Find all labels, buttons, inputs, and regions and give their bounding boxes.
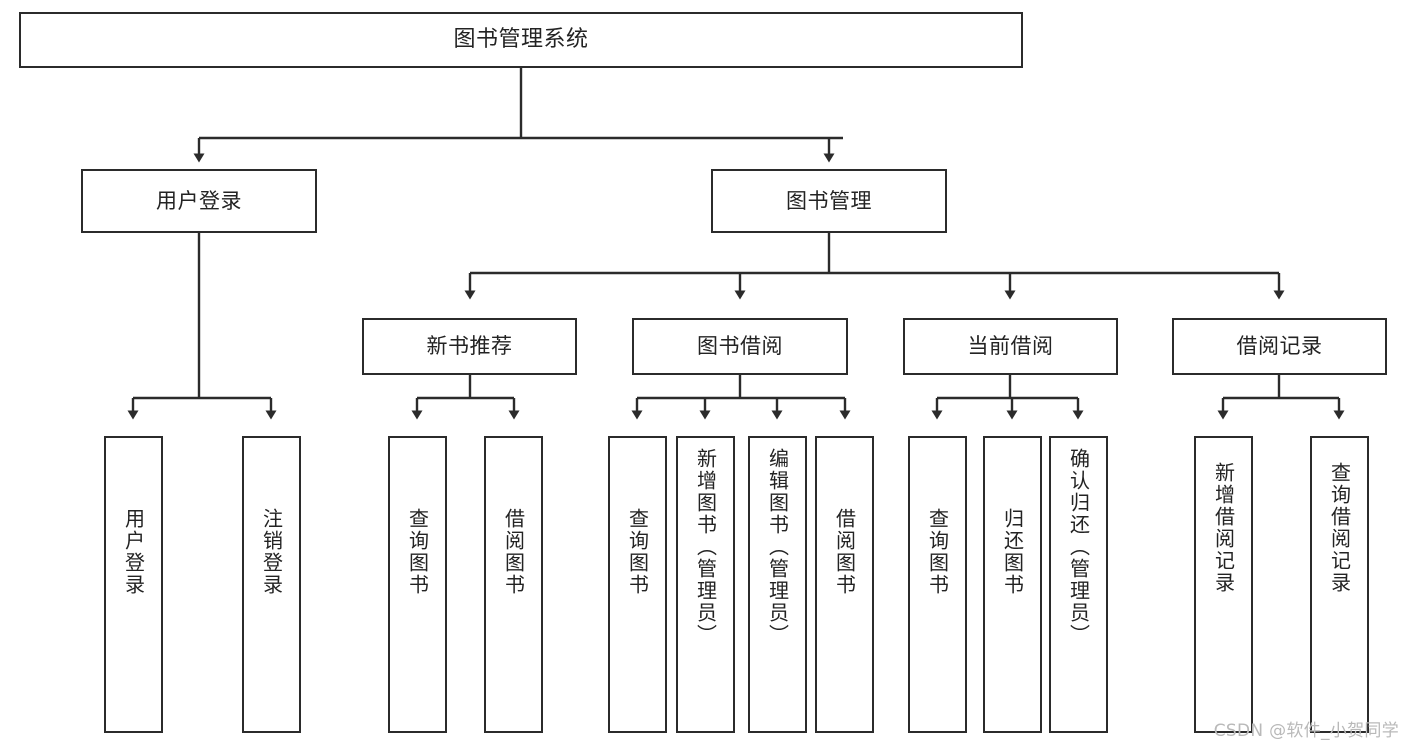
node-label: 借阅记录 (1236, 334, 1323, 359)
node-root-system[interactable]: 图书管理系统 (19, 12, 1023, 68)
node-book-borrow[interactable]: 图书借阅 (632, 318, 848, 375)
node-label: 图书管理 (786, 188, 872, 213)
watermark: CSDN @软件_小贺同学 (1213, 721, 1399, 741)
node-label: 图书管理系统 (453, 27, 589, 53)
node-label: 用户登录 (156, 188, 242, 213)
leaf-query-book-current[interactable]: 查询图书 (908, 436, 967, 733)
node-label: 当前借阅 (967, 334, 1054, 359)
node-label: 编辑图书（管理员） (765, 448, 790, 646)
node-new-book-recommend[interactable]: 新书推荐 (362, 318, 577, 375)
node-label: 新增图书（管理员） (693, 448, 718, 646)
node-label: 借阅图书 (832, 508, 857, 596)
leaf-logout[interactable]: 注销登录 (242, 436, 301, 733)
node-current-borrow[interactable]: 当前借阅 (903, 318, 1118, 375)
node-user-login[interactable]: 用户登录 (81, 169, 317, 233)
node-label: 新增借阅记录 (1211, 462, 1236, 594)
leaf-confirm-return-admin[interactable]: 确认归还（管理员） (1049, 436, 1108, 733)
leaf-query-book-newbook[interactable]: 查询图书 (388, 436, 447, 733)
node-label: 借阅图书 (501, 508, 526, 596)
node-label: 查询借阅记录 (1327, 462, 1352, 594)
node-label: 查询图书 (625, 508, 650, 596)
node-label: 注销登录 (259, 508, 284, 596)
node-label: 用户登录 (121, 508, 146, 596)
leaf-add-borrow-record[interactable]: 新增借阅记录 (1194, 436, 1253, 733)
node-borrow-record[interactable]: 借阅记录 (1172, 318, 1387, 375)
node-label: 新书推荐 (426, 334, 513, 359)
leaf-edit-book-admin[interactable]: 编辑图书（管理员） (748, 436, 807, 733)
node-label: 查询图书 (405, 508, 430, 596)
leaf-user-login[interactable]: 用户登录 (104, 436, 163, 733)
node-label: 查询图书 (925, 508, 950, 596)
leaf-borrow-book-borrow[interactable]: 借阅图书 (815, 436, 874, 733)
leaf-query-book-borrow[interactable]: 查询图书 (608, 436, 667, 733)
node-label: 归还图书 (1000, 508, 1025, 596)
leaf-return-book[interactable]: 归还图书 (983, 436, 1042, 733)
node-label: 确认归还（管理员） (1066, 448, 1091, 646)
leaf-borrow-book-newbook[interactable]: 借阅图书 (484, 436, 543, 733)
node-label: 图书借阅 (697, 334, 783, 359)
leaf-add-book-admin[interactable]: 新增图书（管理员） (676, 436, 735, 733)
leaf-query-borrow-record[interactable]: 查询借阅记录 (1310, 436, 1369, 733)
node-book-management[interactable]: 图书管理 (711, 169, 947, 233)
